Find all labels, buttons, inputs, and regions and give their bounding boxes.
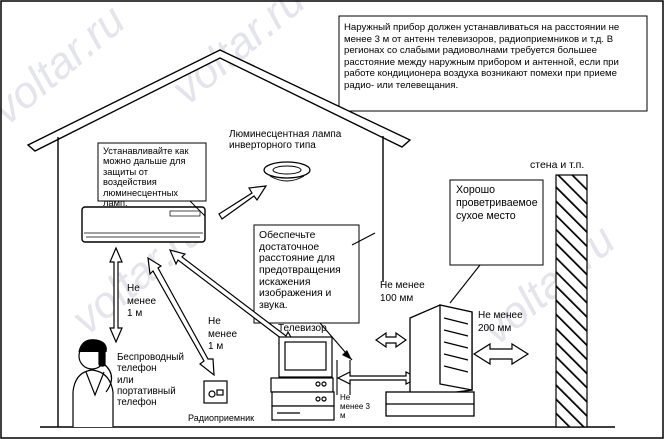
wall-label: стена и т.п. xyxy=(530,159,585,171)
tv-label: Телевизор xyxy=(278,323,327,334)
person-figure xyxy=(72,339,114,427)
arrow-to-outdoor xyxy=(336,371,420,385)
notice-box xyxy=(338,15,648,112)
indoor-unit xyxy=(81,206,206,243)
min-3m-label: Не менее 3 м xyxy=(340,393,370,421)
min-200mm-label: Не менее 200 мм xyxy=(478,310,523,334)
radio-label: Радиоприемник xyxy=(188,413,255,423)
dry-place-box xyxy=(449,179,544,266)
notice-text: Наружный прибор должен устанавливаться н… xyxy=(344,22,620,91)
phone-label: Беспроводный телефон или портативный тел… xyxy=(117,352,184,409)
ceiling-lamp xyxy=(263,161,311,182)
house-roof xyxy=(26,49,412,152)
distance-note-label: Обеспечьте достаточное расстояние для пр… xyxy=(259,230,341,311)
radio-device xyxy=(203,380,228,404)
distance-note-box xyxy=(253,224,360,324)
outdoor-unit xyxy=(385,304,475,417)
min-1m-radio-label: Не менее 1 м xyxy=(208,316,238,352)
fluorescent-tip-box xyxy=(97,142,207,202)
tv-set xyxy=(270,336,335,421)
arrow-200mm xyxy=(472,342,530,366)
fluorescent-tip-label: Устанавливайте как можно дальше для защи… xyxy=(103,146,189,209)
min-1m-phone-label: Не менее 1 м xyxy=(127,283,157,319)
arrow-100mm xyxy=(374,331,408,349)
arrow-to-radio xyxy=(147,256,215,377)
hatched-wall xyxy=(555,174,588,428)
min-100mm-label: Не менее 100 мм xyxy=(380,280,425,304)
inverter-lamp-label: Люминесцентная лампа инверторного типа xyxy=(229,129,342,152)
dry-place-label: Хорошо проветриваемое сухое место xyxy=(456,184,538,223)
arrow-to-lamp xyxy=(218,185,268,220)
arrow-to-phone xyxy=(109,246,123,344)
